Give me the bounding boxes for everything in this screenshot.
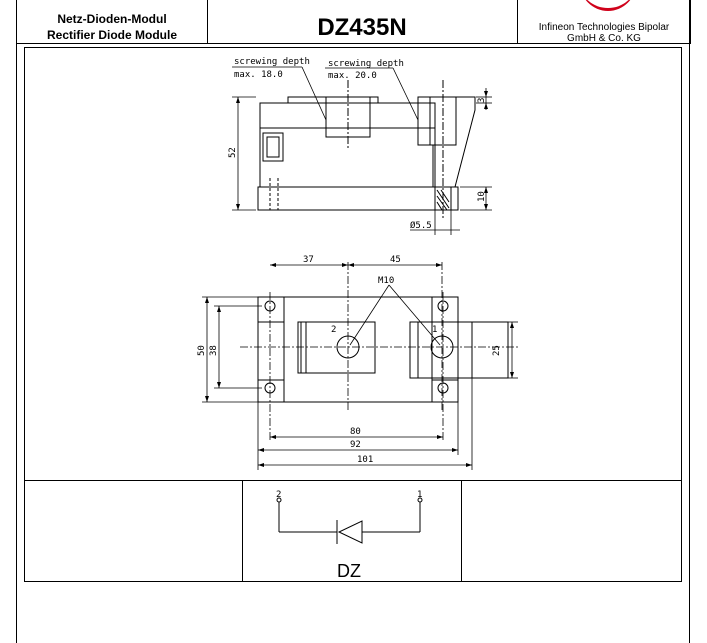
- thread-m10: M10: [378, 276, 394, 286]
- company-logo-arc: [580, 0, 636, 11]
- top-view-centerlines: [240, 262, 520, 440]
- dim-80: 80: [350, 427, 361, 437]
- dim-52: 52: [228, 147, 238, 158]
- terminal-2-label: 2: [331, 325, 336, 335]
- dim-3: 3: [477, 98, 487, 103]
- dim-38: 38: [209, 345, 219, 356]
- part-number: DZ435N: [317, 14, 407, 41]
- header-title-cell: Netz-Dioden-Modul Rectifier Diode Module: [16, 0, 208, 44]
- header-part-cell: DZ435N: [207, 0, 518, 44]
- dim-92: 92: [350, 440, 361, 450]
- dim-25: 25: [492, 345, 502, 356]
- schematic-left-divider: [242, 480, 243, 581]
- frame-left: [16, 0, 17, 643]
- header-company-cell: Infineon Technologies Bipolar GmbH & Co.…: [518, 0, 691, 44]
- frame-right: [689, 0, 690, 643]
- terminal-1-label: 1: [432, 325, 437, 335]
- screw1-label-2: max. 18.0: [234, 70, 283, 80]
- schematic-pin-2: 2: [276, 490, 281, 500]
- company-name-2: GmbH & Co. KG: [567, 33, 641, 44]
- schematic-right-divider: [461, 480, 462, 581]
- side-view-body: [257, 96, 476, 211]
- company-name-1: Infineon Technologies Bipolar: [538, 22, 670, 33]
- dim-10: 10: [477, 191, 487, 202]
- dim-37: 37: [303, 255, 314, 265]
- screw2-label-2: max. 20.0: [328, 71, 377, 81]
- dim-45: 45: [390, 255, 401, 265]
- screw2-label-1: screwing depth: [328, 59, 404, 69]
- schematic-label: DZ: [337, 561, 361, 581]
- dim-hole: Ø5.5: [410, 220, 432, 231]
- header-title-de: Netz-Dioden-Modul: [57, 12, 167, 26]
- screw1-label-1: screwing depth: [234, 57, 310, 67]
- header-title-en: Rectifier Diode Module: [46, 28, 177, 42]
- diode-symbol: [276, 497, 423, 544]
- side-view-centerlines: [347, 80, 444, 220]
- top-view-body: [257, 296, 509, 403]
- schematic-divider: [24, 480, 681, 481]
- top-view-dims: [202, 264, 518, 470]
- dim-101: 101: [357, 455, 373, 465]
- drawing-frame: [24, 47, 682, 582]
- schematic-pin-1: 1: [417, 490, 422, 500]
- dim-50: 50: [197, 345, 207, 356]
- dim-arrows: [205, 91, 514, 467]
